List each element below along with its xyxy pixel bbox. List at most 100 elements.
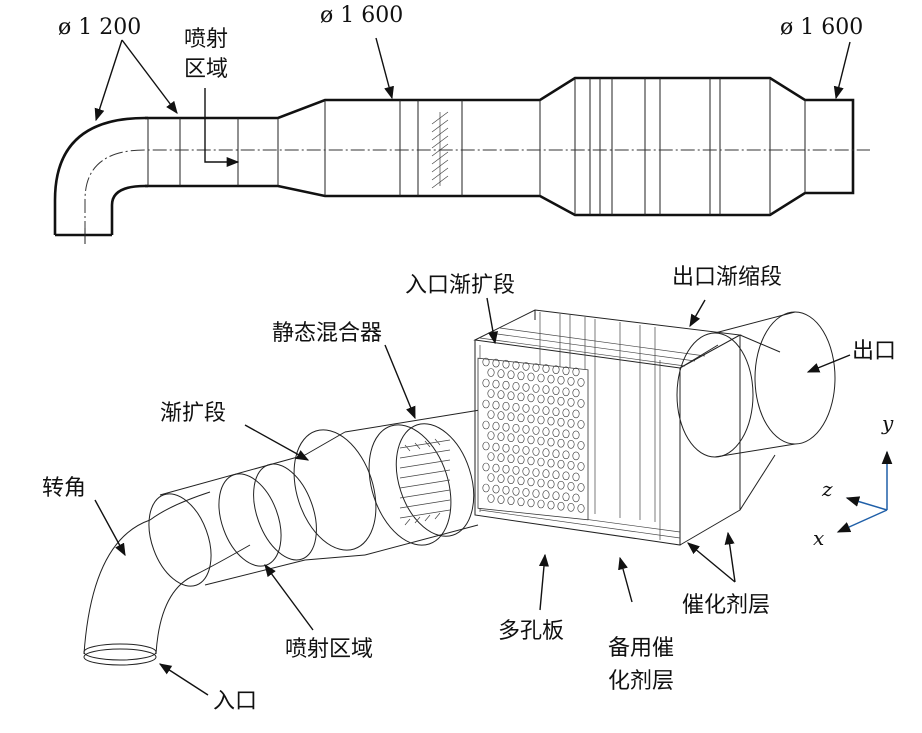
perforation-hole — [537, 415, 545, 425]
perforation-hole — [567, 481, 575, 491]
perforation-hole — [487, 410, 495, 419]
dim-mid-diameter: ø 1 600 — [320, 3, 403, 28]
label-diffuser: 渐扩段 — [160, 401, 226, 426]
perforation-hole — [562, 492, 570, 502]
box-front — [474, 340, 681, 546]
perforation-hole — [502, 380, 510, 390]
perforation-hole — [562, 471, 570, 481]
perforation-hole — [502, 401, 510, 411]
perforation-hole — [572, 451, 580, 461]
perforation-hole — [522, 446, 530, 455]
perforation-hole — [542, 385, 550, 394]
axis-label-y: y — [881, 411, 894, 435]
perforation-hole — [557, 375, 565, 385]
isometric-drawing — [83, 297, 851, 696]
label-outlet-reducer: 出口渐缩段 — [672, 265, 782, 290]
axis-triad — [836, 450, 893, 533]
perforation-hole — [527, 456, 535, 466]
perforation-hole — [522, 404, 530, 413]
perforation-hole — [557, 501, 565, 511]
perforation-hole — [552, 491, 560, 501]
perforation-hole — [517, 392, 525, 402]
centerline — [84, 149, 870, 235]
perforation-hole — [497, 495, 505, 504]
axis-label-z: z — [821, 477, 833, 501]
perforation-hole — [527, 393, 535, 403]
label-inlet: 入口 — [213, 689, 257, 714]
pipe-bottom-edge — [145, 184, 390, 198]
perforation-hole — [482, 420, 490, 430]
perforation-hole — [512, 381, 520, 391]
perforation-hole — [517, 455, 525, 465]
perforation-hole — [532, 405, 540, 414]
label-spare-catalyst-1: 备用催 — [608, 636, 674, 661]
perforation-hole — [487, 494, 495, 503]
inlet-ellipse — [83, 648, 157, 666]
perforation-hole — [497, 369, 505, 378]
perforation-hole — [482, 378, 490, 388]
perforation-hole — [572, 472, 580, 482]
label-spray-zone: 喷射区域 — [285, 637, 373, 662]
pipe-top-edge — [145, 98, 390, 120]
perforation-hole — [557, 417, 565, 427]
elbow-inner — [110, 184, 148, 235]
perforation-hole — [507, 412, 515, 422]
perforation-hole — [547, 374, 555, 384]
perforation-hole — [522, 362, 530, 371]
perforation-hole — [557, 396, 565, 406]
perforation-hole — [557, 459, 565, 469]
label-spray-zone-top-1: 喷射 — [184, 27, 228, 52]
perforation-hole — [552, 407, 560, 417]
perforation-hole — [497, 474, 505, 483]
perforated-plate-holes — [482, 357, 585, 513]
perforation-hole — [497, 390, 505, 399]
label-spray-zone-top-2: 区域 — [184, 57, 228, 82]
perforation-hole — [492, 421, 500, 431]
perforation-hole — [482, 462, 490, 472]
perforation-hole — [517, 434, 525, 444]
perforation-hole — [492, 463, 500, 473]
perforation-hole — [507, 433, 515, 443]
perforation-hole — [542, 427, 550, 436]
perforation-hole — [482, 357, 490, 367]
perforation-hole — [552, 365, 560, 375]
perforation-hole — [532, 363, 540, 372]
perforation-hole — [562, 429, 570, 439]
perforation-hole — [492, 358, 500, 368]
perforation-hole — [517, 413, 525, 423]
perforation-hole — [507, 391, 515, 401]
perforation-hole — [507, 496, 515, 506]
perforation-hole — [537, 478, 545, 488]
perforation-hole — [497, 453, 505, 462]
perforation-hole — [487, 431, 495, 440]
perforation-hole — [552, 428, 560, 438]
perforation-hole — [542, 406, 550, 415]
perforation-hole — [572, 430, 580, 440]
perforation-hole — [547, 458, 555, 468]
perforation-hole — [517, 371, 525, 381]
perforation-hole — [552, 470, 560, 480]
top-view-drawing — [53, 37, 870, 244]
perforation-hole — [517, 476, 525, 486]
perforation-hole — [557, 480, 565, 490]
axis-label-x: x — [813, 526, 824, 550]
label-spare-catalyst-2: 化剂层 — [608, 669, 674, 694]
elbow-outer — [53, 116, 148, 235]
perforation-hole — [552, 449, 560, 459]
label-elbow: 转角 — [42, 476, 86, 501]
perforation-hole — [537, 457, 545, 467]
perforation-hole — [492, 442, 500, 452]
perforation-hole — [567, 397, 575, 407]
perforation-hole — [572, 493, 580, 503]
perforation-hole — [487, 452, 495, 461]
perforation-hole — [577, 378, 585, 387]
perforation-hole — [542, 448, 550, 457]
perforation-hole — [492, 400, 500, 410]
perforation-hole — [577, 399, 585, 408]
perforation-hole — [532, 426, 540, 435]
perforation-hole — [522, 488, 530, 497]
perforation-hole — [487, 389, 495, 398]
perforation-hole — [502, 422, 510, 432]
perforation-hole — [482, 441, 490, 451]
